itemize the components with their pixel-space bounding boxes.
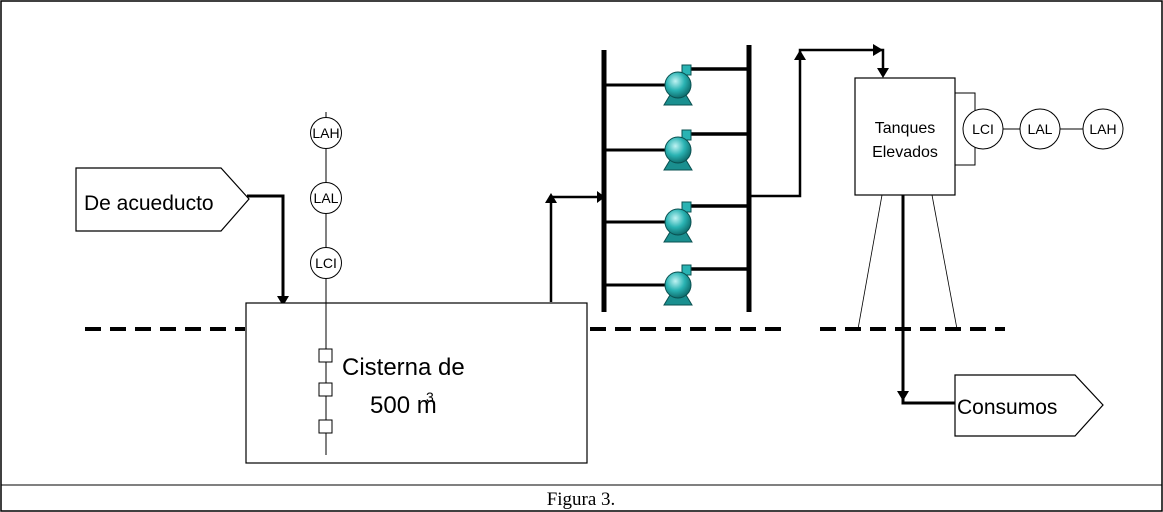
tank-support-legs [857, 194, 958, 330]
consumer-label: Consumos [957, 396, 1057, 419]
cistern: Cisterna de 500 m 3 [245, 302, 588, 464]
svg-text:LAL: LAL [314, 190, 339, 206]
source-label: De acueducto [84, 192, 214, 215]
cistern-instrument-lah: LAH [310, 117, 342, 149]
tank-label-line2: Elevados [872, 144, 938, 161]
pump-3 [604, 201, 749, 243]
feed-line [247, 194, 285, 302]
tank-instrument-lci: LCI [962, 108, 1004, 150]
tank-label-line1: Tanques [875, 120, 936, 137]
cistern-superscript: 3 [426, 389, 434, 405]
cistern-instrument-lal: LAL [310, 182, 342, 214]
consumers: Consumos [954, 374, 1104, 437]
pump-4 [604, 264, 749, 306]
supply-line [901, 195, 955, 405]
level-float-1 [318, 348, 333, 363]
tank-instrument-lal: LAL [1019, 108, 1061, 150]
svg-text:LCI: LCI [315, 255, 337, 271]
svg-text:LAH: LAH [1089, 121, 1116, 137]
cistern-instrument-lci: LCI [310, 247, 342, 279]
suction-line [549, 195, 603, 302]
level-float-2 [318, 382, 333, 397]
level-float-3 [318, 419, 333, 434]
svg-text:LCI: LCI [972, 121, 994, 137]
cistern-label-line2: 500 m [370, 392, 437, 419]
svg-text:LAL: LAL [1028, 121, 1053, 137]
elevated-tanks: Tanques Elevados [854, 77, 956, 196]
source-aqueduct: De acueducto [75, 167, 250, 232]
pump-1 [604, 64, 749, 106]
tank-instrument-lah: LAH [1082, 108, 1124, 150]
pump-2 [604, 129, 749, 171]
cistern-label-line1: Cisterna de [342, 354, 465, 381]
pump-bank [604, 64, 749, 306]
svg-text:LAH: LAH [312, 125, 339, 141]
figure-caption: Figura 3. [547, 489, 616, 510]
